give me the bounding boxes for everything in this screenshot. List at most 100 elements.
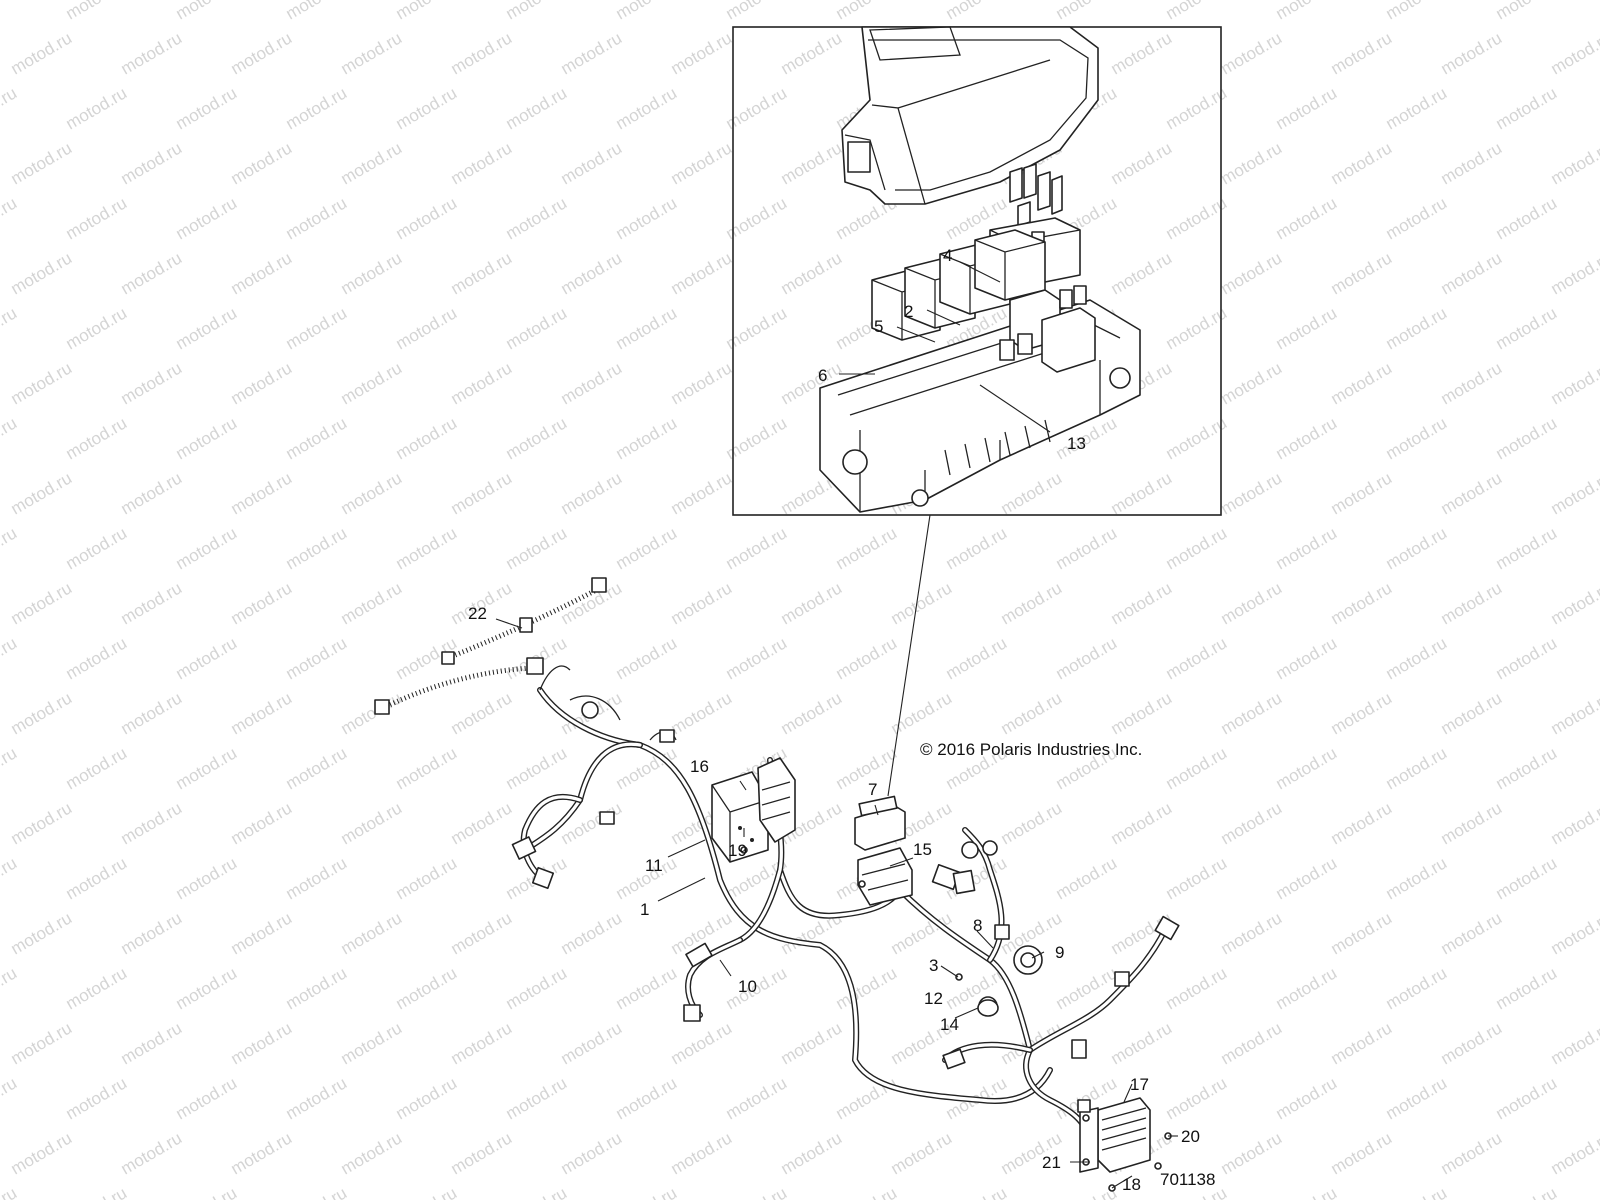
callout-19: 19 xyxy=(728,841,747,860)
watermark-text: motod.ru xyxy=(1383,853,1451,903)
watermark-text: motod.ru xyxy=(558,1128,626,1178)
watermark-text: motod.ru xyxy=(283,0,351,23)
watermark-text: motod.ru xyxy=(393,303,461,353)
watermark-text: motod.ru xyxy=(943,633,1011,683)
watermark-text: motod.ru xyxy=(1548,578,1600,628)
watermark-text: motod.ru xyxy=(393,743,461,793)
watermark-text: motod.ru xyxy=(1273,523,1341,573)
watermark-text: motod.ru xyxy=(668,578,736,628)
watermark-text: motod.ru xyxy=(0,523,20,573)
watermark-text: motod.ru xyxy=(1383,743,1451,793)
watermark-text: motod.ru xyxy=(1108,138,1176,188)
watermark-text: motod.ru xyxy=(613,193,681,243)
watermark-text: motod.ru xyxy=(1108,28,1176,78)
watermark-text: motod.ru xyxy=(228,248,296,298)
watermark-text: motod.ru xyxy=(558,358,626,408)
watermark-text: motod.ru xyxy=(1328,578,1396,628)
watermark-text: motod.ru xyxy=(668,468,736,518)
watermark-text: motod.ru xyxy=(1273,193,1341,243)
watermark-text: motod.ru xyxy=(558,468,626,518)
watermark-text: motod.ru xyxy=(1108,578,1176,628)
watermark-text: motod.ru xyxy=(228,138,296,188)
watermark-text: motod.ru xyxy=(283,1073,351,1123)
watermark-text: motod.ru xyxy=(448,1128,516,1178)
watermark-text: motod.ru xyxy=(338,28,406,78)
watermark-text: motod.ru xyxy=(118,358,186,408)
watermark-text: motod.ru xyxy=(228,798,296,848)
watermark-text: motod.ru xyxy=(448,908,516,958)
relay-row xyxy=(871,229,1096,373)
watermark-text: motod.ru xyxy=(613,1073,681,1123)
watermark-text: motod.ru xyxy=(63,303,131,353)
watermark-text: motod.ru xyxy=(613,413,681,463)
watermark-text: motod.ru xyxy=(668,1128,736,1178)
watermark-text: motod.ru xyxy=(503,743,571,793)
watermark-text: motod.ru xyxy=(393,83,461,133)
watermark-text: motod.ru xyxy=(0,963,20,1013)
grommet xyxy=(977,999,999,1017)
fuse-box-inset xyxy=(732,26,1222,516)
watermark-text: motod.ru xyxy=(228,28,296,78)
watermark-text: motod.ru xyxy=(1328,1018,1396,1068)
watermark-text: motod.ru xyxy=(1273,303,1341,353)
watermark-text: motod.ru xyxy=(1328,908,1396,958)
callout-14: 14 xyxy=(940,1015,959,1034)
watermark-text: motod.ru xyxy=(558,908,626,958)
watermark-text: motod.ru xyxy=(1438,1128,1506,1178)
watermark-text: motod.ru xyxy=(668,28,736,78)
watermark-text: motod.ru xyxy=(613,963,681,1013)
watermark-text: motod.ru xyxy=(1493,963,1561,1013)
callout-9: 9 xyxy=(1055,943,1064,962)
watermark-text: motod.ru xyxy=(1218,248,1286,298)
watermark-text: motod.ru xyxy=(173,853,241,903)
watermark-text: motod.ru xyxy=(1273,743,1341,793)
watermark-text: motod.ru xyxy=(503,83,571,133)
watermark-text: motod.ru xyxy=(668,138,736,188)
inset-connector-line xyxy=(887,514,931,797)
watermark-text: motod.ru xyxy=(8,248,76,298)
watermark-text: motod.ru xyxy=(1328,1128,1396,1178)
watermark-text: motod.ru xyxy=(173,743,241,793)
callout-7: 7 xyxy=(868,780,877,799)
callout-22: 22 xyxy=(468,604,487,623)
callouts: 4 2 5 6 13 22 16 7 19 11 15 1 8 9 3 10 1… xyxy=(468,246,1200,1194)
watermark-text: motod.ru xyxy=(338,468,406,518)
watermark-text: motod.ru xyxy=(1438,798,1506,848)
watermark-text: motod.ru xyxy=(613,633,681,683)
watermark-text: motod.ru xyxy=(1273,413,1341,463)
watermark-text: motod.ru xyxy=(1383,0,1451,23)
watermark-text: motod.ru xyxy=(668,688,736,738)
watermark-text: motod.ru xyxy=(1163,633,1231,683)
watermark-text: motod.ru xyxy=(173,413,241,463)
watermark-text: motod.ru xyxy=(503,303,571,353)
watermark-text: motod.ru xyxy=(338,1128,406,1178)
watermark-text: motod.ru xyxy=(118,1128,186,1178)
watermark-text: motod.ru xyxy=(63,633,131,683)
watermark-text: motod.ru xyxy=(503,963,571,1013)
watermark-text: motod.ru xyxy=(503,523,571,573)
watermark-text: motod.ru xyxy=(1383,523,1451,573)
watermark-text: motod.ru xyxy=(63,83,131,133)
watermark-text: motod.ru xyxy=(778,578,846,628)
watermark-text: motod.ru xyxy=(1438,248,1506,298)
callout-5: 5 xyxy=(874,317,883,336)
watermark-text: motod.ru xyxy=(1438,138,1506,188)
watermark-text: motod.ru xyxy=(1053,0,1121,23)
watermark-text: motod.ru xyxy=(613,83,681,133)
watermark-text: motod.ru xyxy=(1108,468,1176,518)
watermark-text: motod.ru xyxy=(448,138,516,188)
watermark-text: motod.ru xyxy=(778,28,846,78)
watermark-text: motod.ru xyxy=(723,1183,791,1200)
watermark-text: motod.ru xyxy=(393,413,461,463)
watermark-text: motod.ru xyxy=(1548,1018,1600,1068)
watermark-text: motod.ru xyxy=(943,0,1011,23)
watermark-text: motod.ru xyxy=(448,28,516,78)
watermark-text: motod.ru xyxy=(173,1073,241,1123)
watermark-text: motod.ru xyxy=(8,688,76,738)
watermark-text: motod.ru xyxy=(1328,138,1396,188)
watermark-text: motod.ru xyxy=(8,358,76,408)
watermark-text: motod.ru xyxy=(1383,193,1451,243)
watermark-text: motod.ru xyxy=(118,248,186,298)
watermark-text: motod.ru xyxy=(723,0,791,23)
